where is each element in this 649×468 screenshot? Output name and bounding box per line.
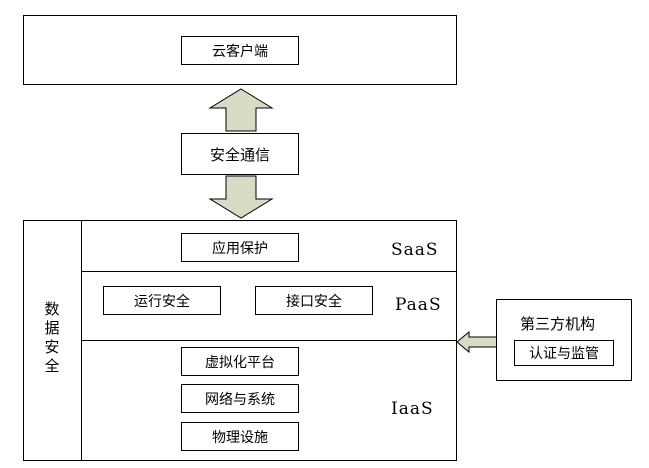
virtualization-platform-box: 虚拟化平台 [181,347,299,376]
data-security-label: 数据 安全 [42,300,62,376]
paas-layer-label: PaaS [395,295,442,315]
interface-security-box: 接口安全 [255,286,373,315]
runtime-security-box: 运行安全 [103,286,221,315]
iaas-layer-label: IaaS [391,399,434,419]
up-arrow-icon [208,88,274,132]
secure-communication-box: 安全通信 [181,133,299,175]
third-party-title: 第三方机构 [520,315,596,333]
saas-paas-divider [81,271,457,272]
cloud-client-label: 云客户端 [181,36,299,65]
saas-layer-label: SaaS [391,240,439,260]
left-arrow-icon [456,330,498,354]
down-arrow-icon [208,175,274,219]
data-security-line-1: 数据 [44,300,60,337]
app-protection-box: 应用保护 [181,233,299,262]
certification-supervision-box: 认证与监管 [514,340,614,366]
physical-facilities-box: 物理设施 [181,422,299,451]
paas-iaas-divider [81,340,457,341]
network-system-box: 网络与系统 [181,384,299,413]
data-security-line-2: 安全 [44,338,60,375]
